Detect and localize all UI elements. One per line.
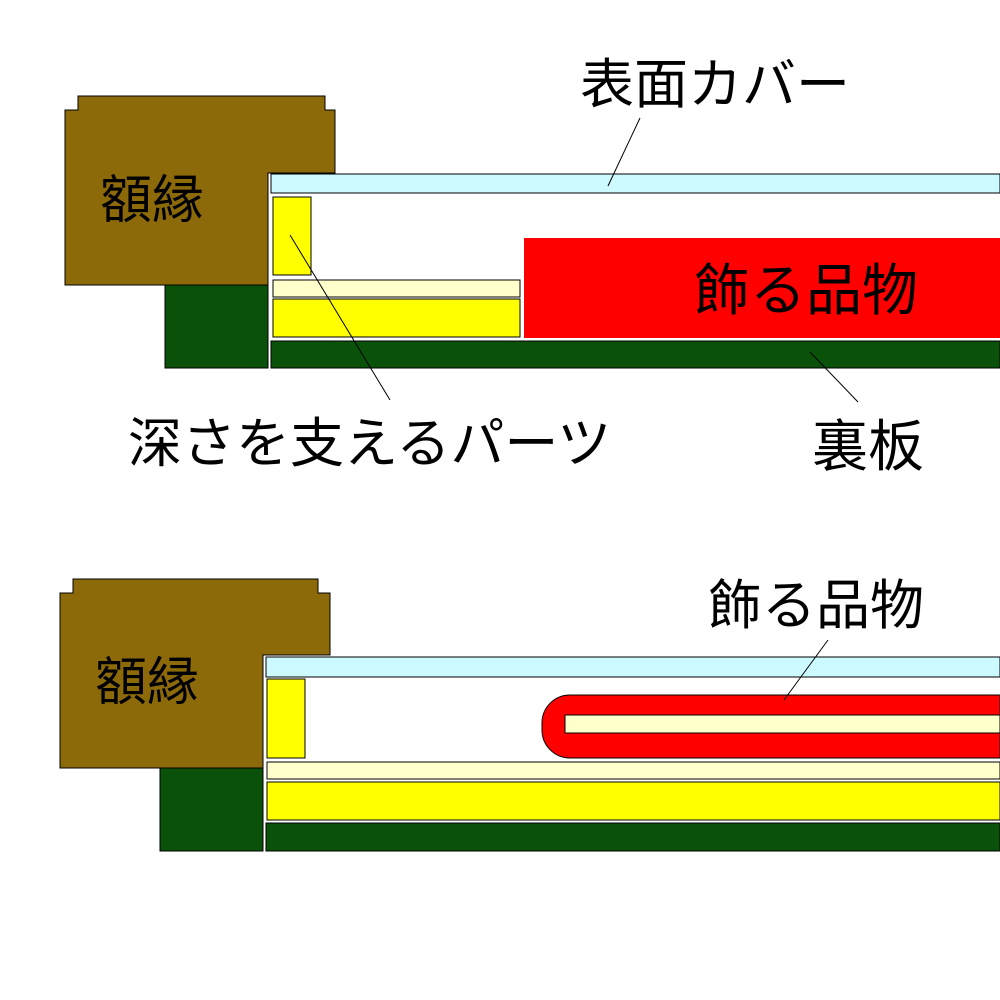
frame-moulding xyxy=(64,95,336,286)
spacer-label: 深さを支えるパーツ xyxy=(128,412,611,475)
depth-support-part xyxy=(266,678,306,759)
item-inner-mat xyxy=(564,714,1000,734)
frame-label: 額縁 xyxy=(100,171,204,231)
backboard xyxy=(270,340,1000,369)
diagram-top: 額縁 表面カバー 飾る品物 深さを支えるパーツ 裏板 xyxy=(64,53,1000,480)
cover-label: 表面カバー xyxy=(580,53,850,116)
surface-cover xyxy=(270,173,1000,194)
item-label: 飾る品物 xyxy=(708,574,924,637)
depth-support-base xyxy=(266,781,1000,821)
frame-lower-part xyxy=(164,284,269,369)
mat-strip xyxy=(266,761,1000,780)
displayed-item xyxy=(524,238,1000,338)
backboard xyxy=(265,822,1000,852)
frame-lower-part xyxy=(159,767,264,852)
depth-support-part xyxy=(272,196,312,276)
item-label: 飾る品物 xyxy=(694,259,918,324)
item-leader-line xyxy=(783,639,829,701)
spacer-leader-line xyxy=(289,234,391,401)
backboard-label: 裏板 xyxy=(812,415,924,480)
backboard-leader-line xyxy=(809,351,859,403)
cover-leader-line xyxy=(607,117,641,187)
surface-cover xyxy=(265,656,1000,678)
frame-label: 額縁 xyxy=(95,653,199,713)
frame-moulding xyxy=(59,578,331,769)
mat-strip xyxy=(272,279,521,298)
diagram-bottom: 額縁 飾る品物 xyxy=(59,574,1000,852)
depth-support-base xyxy=(272,298,521,338)
